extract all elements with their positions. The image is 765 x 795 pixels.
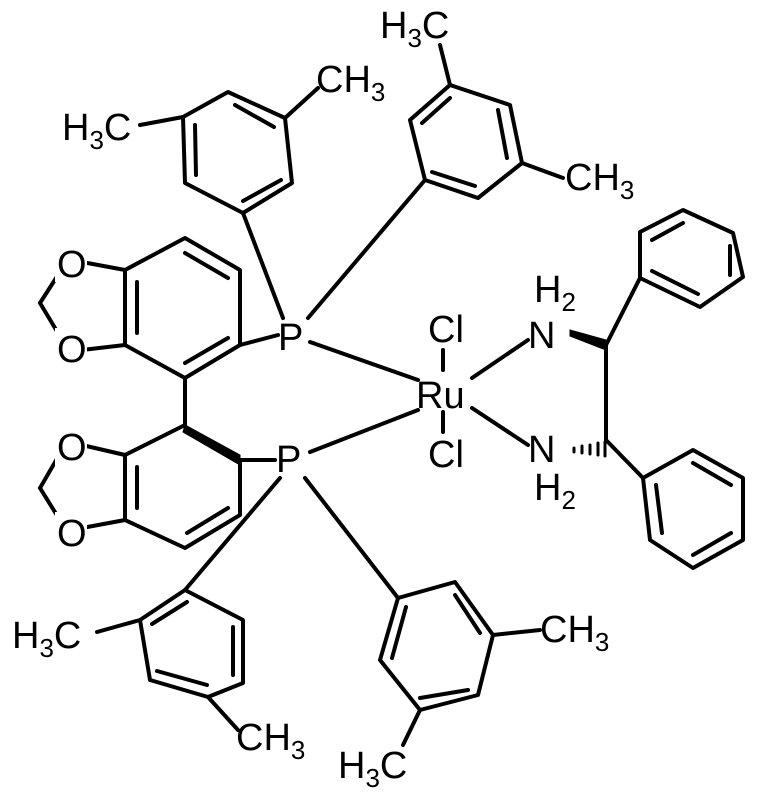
upper-left-xylyl-ring <box>138 86 320 320</box>
ring-p-bond-top <box>238 333 280 347</box>
h2-label-bottom: H2 <box>534 467 576 515</box>
phosphorus-label-bottom: P <box>276 439 301 481</box>
hashed-bond <box>572 440 607 458</box>
methyl-label-2: CH3 <box>316 59 385 107</box>
methyl-label-5: H3C <box>12 615 81 663</box>
upper-right-xylyl-ring <box>306 43 565 320</box>
lower-left-xylyl-ring <box>95 476 282 732</box>
methyl-label-4: CH3 <box>565 157 634 205</box>
lower-benzodioxole-ring <box>38 423 242 550</box>
methyl-label-3: H3C <box>380 5 449 53</box>
oxygen-label-1: O <box>57 244 87 286</box>
methyl-label-6: CH3 <box>236 717 305 765</box>
nitrogen-label-top: N <box>528 315 555 357</box>
atom-labels: O O O O P P Ru Cl Cl N H2 N H2 H3C CH3 H… <box>12 5 634 793</box>
metal-coordination-bonds <box>308 338 530 454</box>
oxygen-label-4: O <box>57 513 87 555</box>
methyl-label-1: H3C <box>62 107 131 155</box>
nitrogen-label-bottom: N <box>528 429 555 471</box>
methyl-label-8: H3C <box>338 745 407 793</box>
lower-phenyl-ring <box>641 448 745 570</box>
ruthenium-label: Ru <box>416 375 465 417</box>
diphenylethylenediamine <box>569 276 645 480</box>
chloride-label-top: Cl <box>428 309 464 351</box>
lower-right-xylyl-ring <box>303 476 542 747</box>
chloride-label-bottom: Cl <box>428 434 464 476</box>
oxygen-label-2: O <box>57 329 87 371</box>
oxygen-label-3: O <box>57 427 87 469</box>
h2-label-top: H2 <box>534 269 576 317</box>
phosphorus-label-top: P <box>278 317 303 359</box>
upper-phenyl-ring <box>638 208 745 309</box>
methyl-label-7: CH3 <box>540 609 609 657</box>
